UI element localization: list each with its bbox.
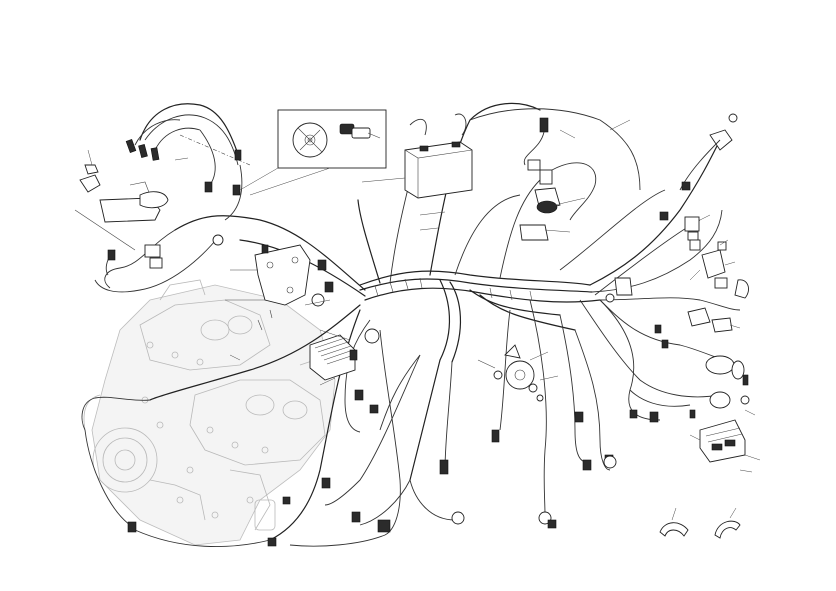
connector: [127, 328, 500, 547]
bracket: [225, 244, 334, 331]
battery-icon: [361, 113, 473, 199]
regulator-icon: [309, 334, 356, 386]
main-harness: [81, 102, 741, 548]
ecu-icon: [689, 419, 761, 463]
ignition-leads: [125, 103, 251, 221]
right-components: [538, 113, 761, 539]
engine-icon: [83, 279, 336, 546]
inset-box: [239, 109, 387, 196]
disc-icon: [292, 122, 328, 158]
horn-icon: [477, 344, 559, 402]
leader-lines: [174, 119, 756, 473]
relay-icon: [519, 117, 597, 241]
key-icon: [339, 123, 381, 139]
coil-bracket: [74, 149, 224, 276]
